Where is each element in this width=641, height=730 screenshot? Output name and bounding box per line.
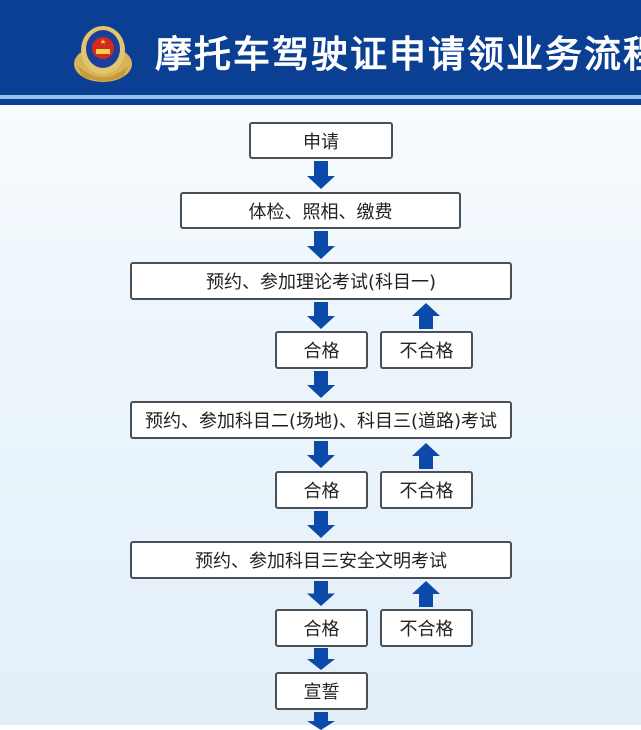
arrow-down-icon [307,712,335,730]
arrow-up-icon [412,303,440,329]
step-physical: 体检、照相、缴费 [180,192,461,229]
step-subject23: 预约、参加科目二(场地)、科目三(道路)考试 [130,401,512,439]
arrow-down-icon [307,371,335,398]
arrow-down-icon [307,648,335,670]
pass-box-1: 合格 [275,331,368,369]
arrow-down-icon [307,231,335,259]
arrow-down-icon [307,511,335,538]
pass-box-2: 合格 [275,471,368,509]
page-title: 摩托车驾驶证申请领业务流程 [155,33,641,76]
step-subject3-safety: 预约、参加科目三安全文明考试 [130,541,512,579]
fail-box-2: 不合格 [380,471,473,509]
arrow-down-icon [307,581,335,606]
arrow-up-icon [412,443,440,469]
pass-box-3: 合格 [275,609,368,647]
arrow-up-icon [412,581,440,607]
arrow-down-icon [307,161,335,189]
arrow-down-icon [307,441,335,468]
arrow-down-icon [307,302,335,329]
step-oath: 宣誓 [275,672,368,710]
header-stripe [0,95,641,99]
fail-box-3: 不合格 [380,609,473,647]
step-apply: 申请 [249,122,393,159]
step-subject1: 预约、参加理论考试(科目一) [130,262,512,300]
police-emblem-icon [74,26,132,82]
fail-box-1: 不合格 [380,331,473,369]
header-stripe-dark [0,99,641,105]
